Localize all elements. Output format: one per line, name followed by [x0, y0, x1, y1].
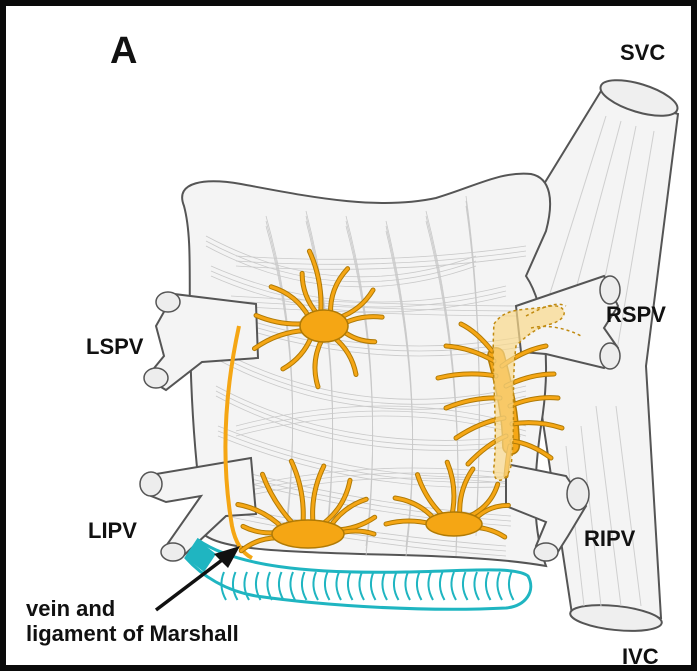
ganglion-body	[272, 520, 344, 548]
rspv-label: RSPV	[606, 302, 666, 327]
lipv-label: LIPV	[88, 518, 137, 543]
ripv-label: RIPV	[584, 526, 635, 551]
ganglion-body	[300, 310, 348, 342]
ganglion-body	[426, 512, 482, 536]
marshall-label-line1: vein and	[26, 596, 239, 621]
svc-label: SVC	[620, 40, 665, 65]
marshall-label: vein and ligament of Marshall	[26, 596, 239, 647]
lspv-label: LSPV	[86, 334, 143, 359]
marshall-label-line2: ligament of Marshall	[26, 621, 239, 646]
panel-label: A	[110, 30, 137, 74]
ivc-label: IVC	[622, 644, 659, 669]
